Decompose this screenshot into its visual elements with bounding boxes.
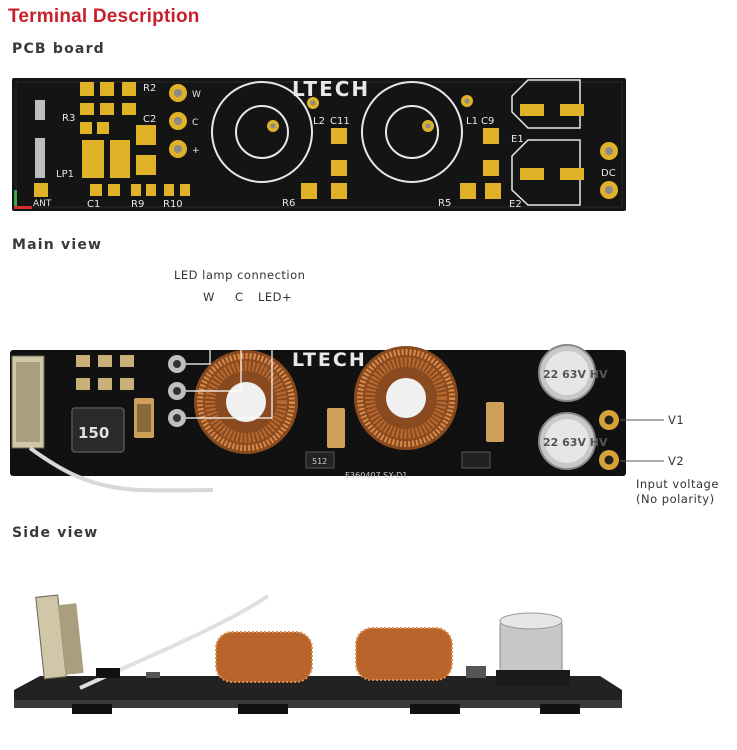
page-title: Terminal Description	[8, 6, 200, 27]
terminal-c-label: C	[235, 290, 244, 304]
pcb-board	[12, 78, 626, 211]
section-pcb-board: PCB board	[12, 41, 105, 57]
main-cap-text-2: 22 63V HV	[543, 436, 608, 449]
main-inductor-code: 150	[78, 424, 109, 442]
pcb-label-c9: C9	[481, 116, 494, 127]
pcb-label-e2: E2	[509, 199, 522, 210]
terminal-w-label: W	[203, 290, 215, 304]
main-brand-text: LTECH	[292, 349, 367, 371]
pcb-label-lp1: LP1	[56, 169, 74, 180]
pcb-label-c2: C2	[143, 114, 156, 125]
pcb-label-r2: R2	[143, 83, 156, 94]
main-resistor-code: 512	[312, 457, 327, 466]
main-voltage-lines	[620, 419, 664, 462]
pcb-brand-text: LTECH	[292, 77, 370, 101]
pcb-label-l2: L2	[313, 116, 325, 127]
main-view-board	[10, 344, 626, 493]
pcb-label-r6: R6	[282, 198, 295, 209]
terminal-v2-label: V2	[668, 454, 685, 468]
pcb-label-e1: E1	[511, 134, 524, 145]
led-lamp-connection-label: LED lamp connection	[174, 268, 306, 282]
section-main-view: Main view	[12, 237, 103, 253]
input-voltage-label: Input voltage	[636, 477, 719, 491]
pcb-label-c1: C1	[87, 199, 100, 210]
pcb-label-plus: +	[192, 146, 200, 156]
terminal-led-plus-label: LED+	[258, 290, 293, 304]
pcb-label-r10: R10	[163, 199, 183, 210]
pcb-label-r9: R9	[131, 199, 144, 210]
pcb-label-c: C	[192, 118, 198, 128]
pcb-label-l1: L1	[466, 116, 478, 127]
pcb-label-ant: ANT	[33, 199, 52, 209]
pcb-label-r3: R3	[62, 113, 75, 124]
side-view-board	[14, 594, 622, 714]
main-board-code: E360407 SX-D1	[345, 471, 407, 480]
terminal-v1-label: V1	[668, 413, 685, 427]
main-cap-text-1: 22 63V HV	[543, 368, 608, 381]
main-leader-lines	[186, 312, 273, 419]
no-polarity-label: (No polarity)	[636, 492, 715, 506]
pcb-label-w: W	[192, 90, 201, 100]
pcb-label-r5: R5	[438, 198, 451, 209]
pcb-label-dc: DC	[601, 168, 616, 179]
pcb-label-c11: C11	[330, 116, 350, 127]
section-side-view: Side view	[12, 525, 99, 541]
